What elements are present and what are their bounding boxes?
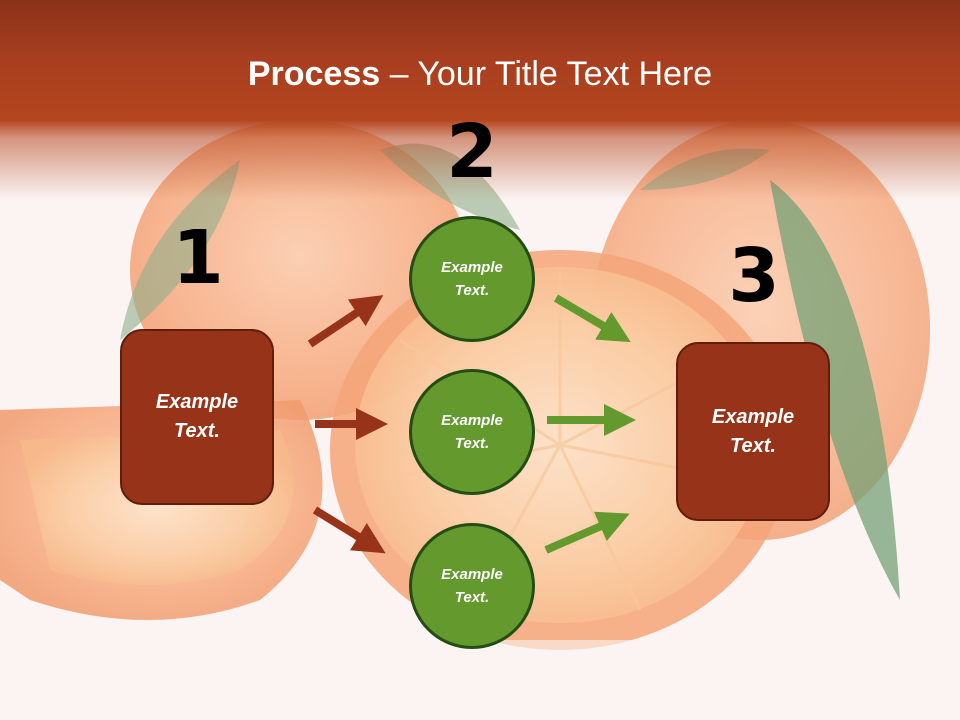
title-bold-part: Process — [247, 55, 381, 93]
step-number-1: 1 — [172, 215, 224, 301]
slide-title: Process – Your Title Text Here — [0, 52, 960, 96]
step-circle-bottom-text: Example Text. — [441, 566, 503, 606]
step-box-right-text: Example Text. — [711, 405, 795, 457]
step-number-2: 2 — [446, 109, 498, 195]
title-rest-part: – Your Title Text Here — [380, 55, 713, 93]
step-circle-middle-text: Example Text. — [441, 412, 503, 452]
arrow-circle3-to-box3 — [544, 511, 630, 554]
step-box-left: Example Text. — [120, 329, 274, 505]
step-circle-bottom: Example Text. — [409, 523, 535, 649]
arrow-box1-to-circle3 — [312, 506, 386, 554]
header-band — [0, 0, 960, 200]
step-circle-top: Example Text. — [409, 216, 535, 342]
arrow-box1-to-circle1 — [307, 295, 384, 348]
step-box-left-text: Example Text. — [155, 391, 239, 442]
step-circle-middle: Example Text. — [409, 369, 535, 495]
step-number-3: 3 — [728, 233, 780, 319]
step-circle-top-text: Example Text. — [441, 259, 503, 299]
step-box-right: Example Text. — [676, 342, 830, 521]
arrow-circle1-to-box3 — [553, 294, 631, 343]
